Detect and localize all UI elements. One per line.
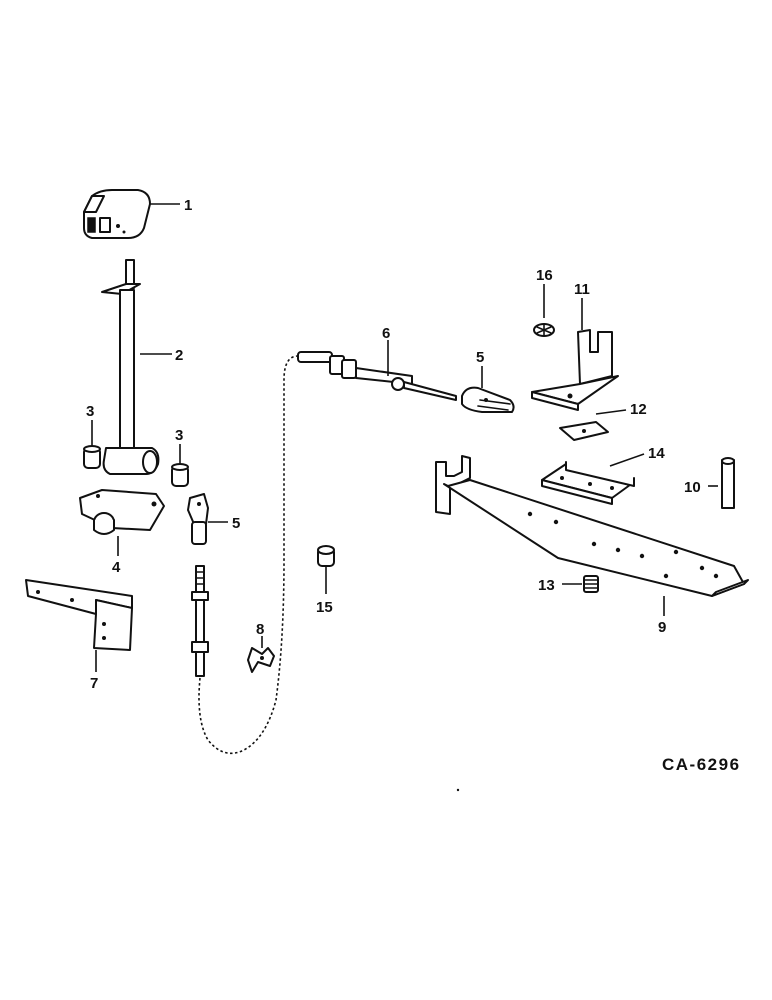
part-2-lever	[101, 259, 160, 475]
callout-5-right: 5	[476, 349, 484, 366]
callout-7: 7	[90, 675, 98, 692]
part-13-spring	[583, 575, 599, 593]
part-10-pin	[721, 457, 735, 509]
part-9-long-bracket	[435, 455, 749, 597]
leader-lines	[91, 203, 718, 672]
callout-3-right: 3	[175, 427, 183, 444]
callout-11: 11	[574, 281, 590, 298]
callout-12: 12	[630, 401, 647, 418]
callout-13: 13	[538, 577, 555, 594]
drawing-code: CA-6296	[662, 755, 741, 774]
part-6-cable-end	[297, 351, 457, 401]
callout-15: 15	[316, 599, 333, 616]
part-3-bushing-left	[83, 445, 101, 469]
part-12-plate	[559, 421, 609, 441]
callout-2: 2	[175, 347, 183, 364]
part-4-pivot-bracket	[79, 489, 165, 535]
callout-6: 6	[382, 325, 390, 342]
part-11-mount-bracket	[531, 329, 619, 411]
part-7-angle-bracket	[25, 579, 133, 651]
part-1-knob	[83, 189, 151, 239]
part-14-channel-bracket	[541, 461, 635, 505]
callout-4: 4	[112, 559, 121, 576]
callout-9: 9	[658, 619, 666, 636]
callout-16: 16	[536, 267, 553, 284]
part-16-nut	[533, 323, 555, 337]
callout-labels: 1 2 3 3 4 5 7 8 6 5 15 16 11 12 14 10 13…	[86, 197, 701, 692]
part-5-clevis-left	[187, 493, 209, 545]
callout-10: 10	[684, 479, 701, 496]
part-3-bushing-right	[171, 463, 189, 487]
part-15-grommet	[317, 545, 335, 567]
part-6-rod-left	[191, 565, 209, 677]
part-8-cable-clip	[247, 647, 275, 673]
callout-5-left: 5	[232, 515, 240, 532]
callout-14: 14	[648, 445, 665, 462]
callout-1: 1	[184, 197, 192, 214]
part-5-clevis-right	[461, 386, 515, 413]
callout-8: 8	[256, 621, 264, 638]
control-cable	[198, 355, 299, 755]
stray-dot	[456, 788, 460, 792]
callout-3-left: 3	[86, 403, 94, 420]
